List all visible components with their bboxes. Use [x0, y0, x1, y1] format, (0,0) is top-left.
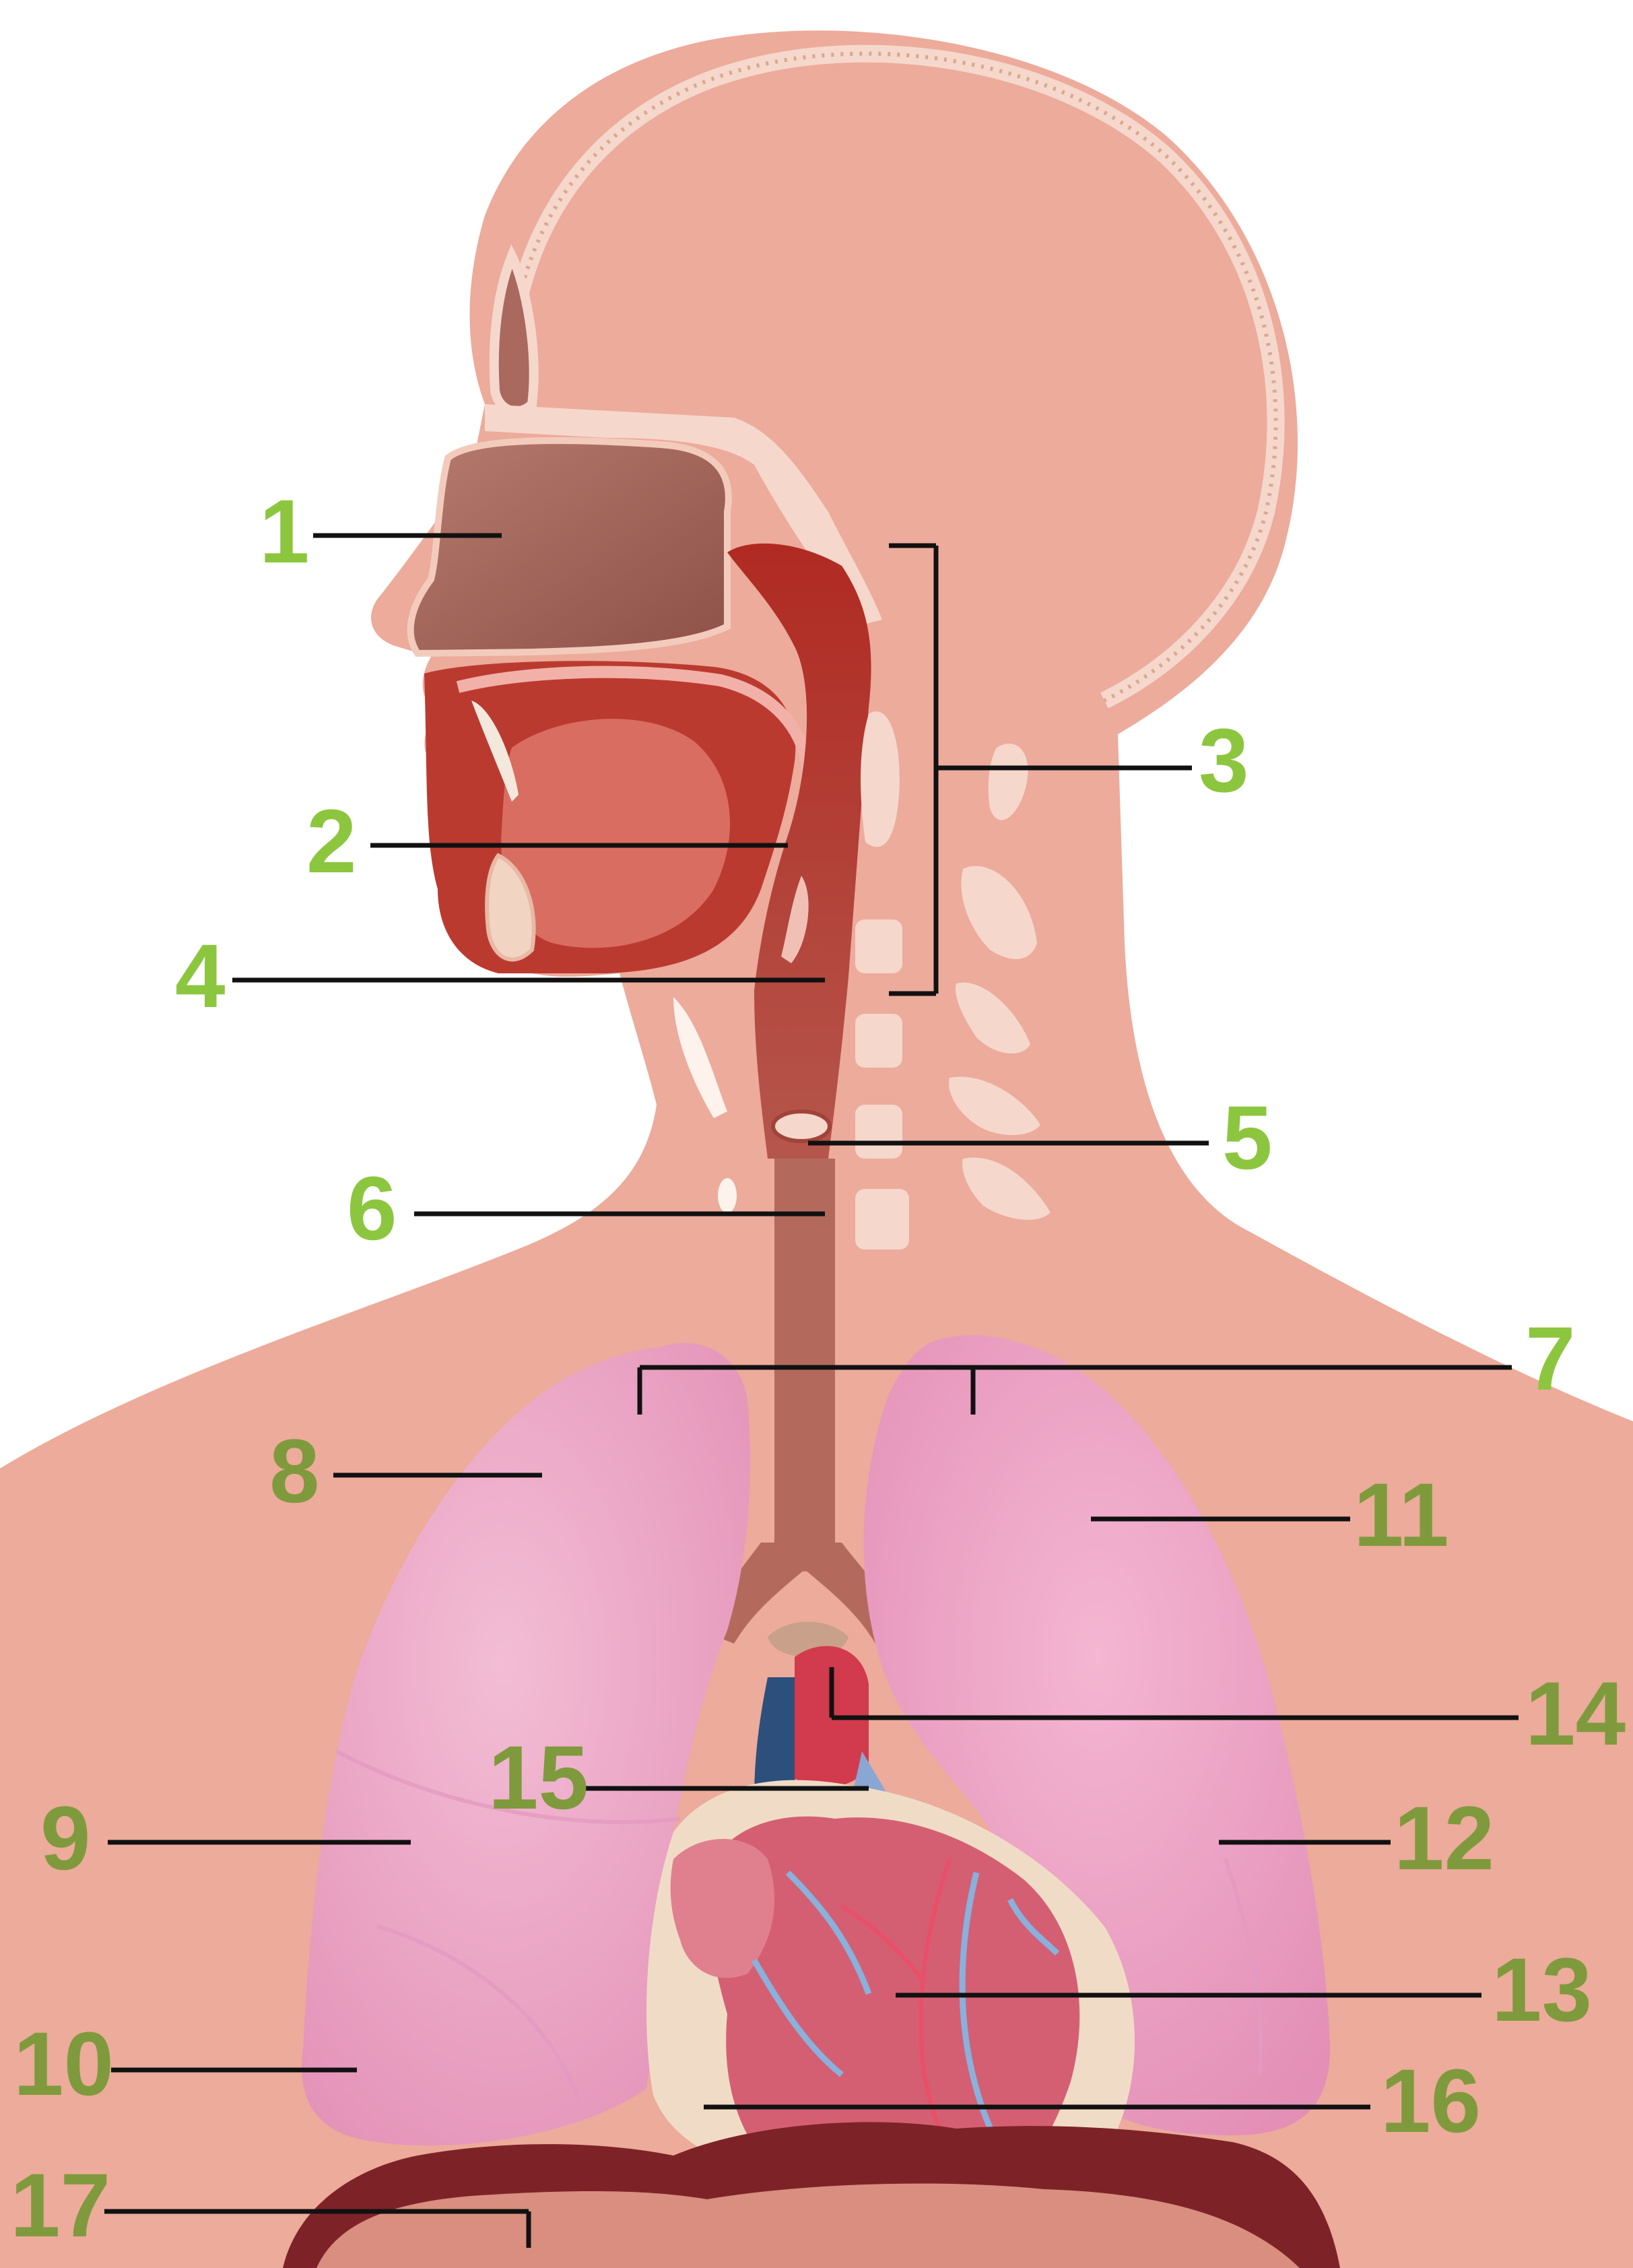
label-17: 17 [10, 2156, 529, 2256]
label-number-8: 8 [269, 1421, 320, 1522]
label-2: 2 [306, 791, 788, 892]
label-13: 13 [896, 1940, 1592, 2040]
label-1: 1 [259, 482, 502, 582]
label-6: 6 [347, 1159, 825, 1259]
label-12: 12 [1219, 1788, 1494, 1889]
label-10: 10 [13, 2014, 357, 2114]
label-number-7: 7 [1525, 1309, 1576, 1409]
label-15: 15 [488, 1728, 869, 1828]
label-number-11: 11 [1354, 1465, 1449, 1565]
label-number-6: 6 [347, 1159, 397, 1259]
label-number-9: 9 [40, 1788, 91, 1889]
label-number-17: 17 [10, 2156, 110, 2256]
label-16: 16 [704, 2051, 1481, 2151]
label-number-16: 16 [1380, 2051, 1481, 2151]
label-number-10: 10 [13, 2014, 114, 2114]
label-9: 9 [40, 1788, 411, 1889]
label-7: 7 [640, 1309, 1576, 1415]
label-number-4: 4 [175, 926, 226, 1027]
label-14: 14 [832, 1664, 1626, 1764]
label-number-1: 1 [259, 482, 310, 582]
label-8: 8 [269, 1421, 542, 1522]
label-number-13: 13 [1492, 1940, 1592, 2040]
label-number-15: 15 [488, 1728, 589, 1828]
label-5: 5 [808, 1088, 1273, 1188]
label-number-3: 3 [1199, 711, 1249, 811]
label-number-5: 5 [1222, 1088, 1273, 1188]
label-11: 11 [1091, 1465, 1449, 1565]
label-3: 3 [889, 546, 1249, 994]
label-number-2: 2 [306, 791, 357, 892]
label-number-12: 12 [1394, 1788, 1494, 1889]
label-4: 4 [175, 926, 825, 1027]
label-number-14: 14 [1525, 1664, 1626, 1764]
